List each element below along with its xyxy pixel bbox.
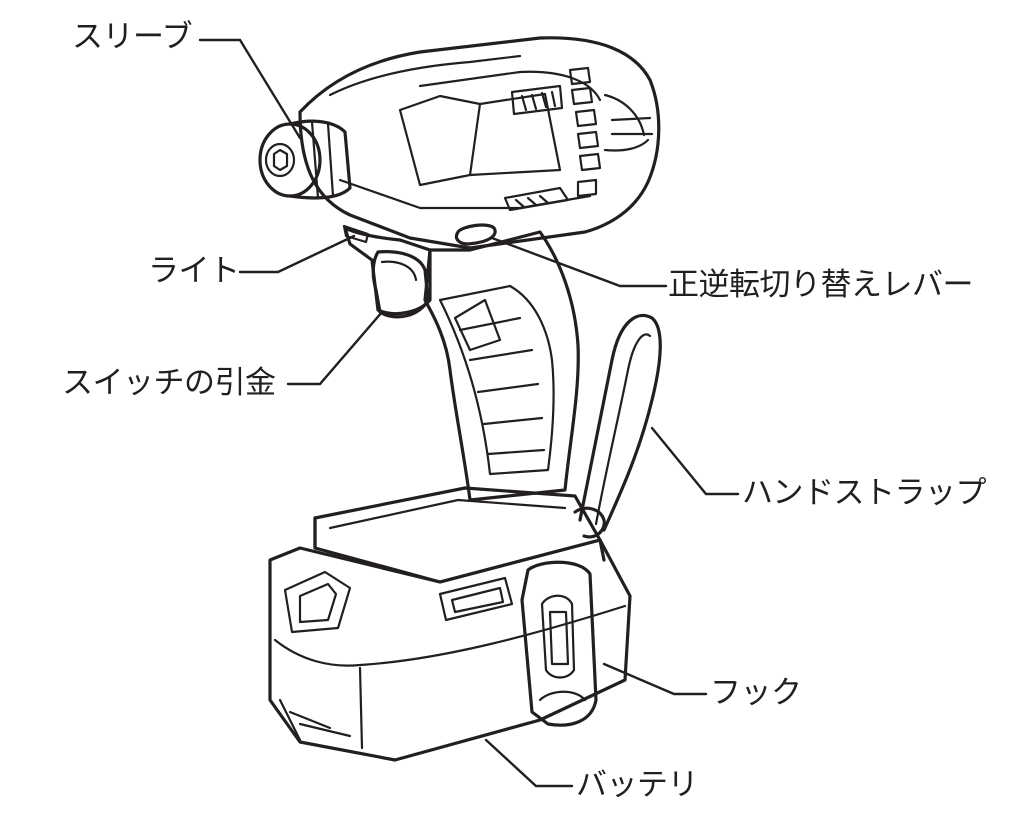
- label-light: ライト: [148, 253, 240, 289]
- leader-light: [238, 234, 356, 274]
- label-battery: バッテリ: [576, 767, 699, 803]
- sleeve-chuck: [258, 119, 352, 200]
- leader-lines: [198, 38, 740, 788]
- reverse-lever-shape: [454, 223, 497, 246]
- handle-grip: [423, 230, 580, 502]
- leader-trigger: [286, 310, 384, 386]
- front-lower-housing: [342, 224, 432, 319]
- label-sleeve: スリーブ: [72, 19, 193, 55]
- label-hook: フック: [710, 675, 802, 711]
- leader-hook: [602, 662, 708, 696]
- label-reverse-lever: 正逆転切り替えレバー: [668, 267, 974, 303]
- leader-battery: [484, 738, 574, 788]
- battery-mount: [313, 486, 606, 584]
- label-trigger: スイッチの引金: [62, 365, 276, 401]
- leader-hand-strap: [650, 426, 740, 496]
- leader-sleeve: [198, 38, 302, 140]
- belt-hook: [520, 560, 598, 727]
- leader-reverse-lever: [490, 236, 668, 288]
- hand-strap: [573, 313, 662, 539]
- label-hand-strap: ハンドストラップ: [742, 475, 987, 511]
- tool-head: [298, 36, 661, 250]
- battery-pack: [268, 538, 632, 762]
